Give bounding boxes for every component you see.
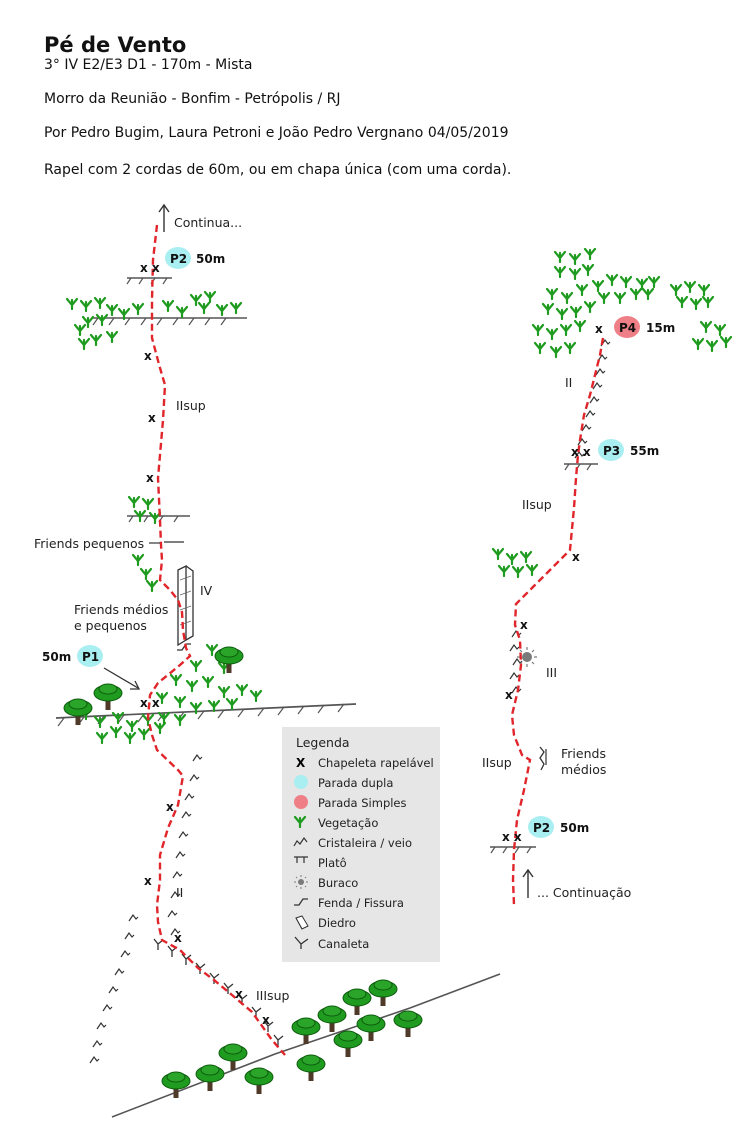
bolt-icon: x x: [571, 445, 591, 459]
bolt-icon: x x: [140, 261, 160, 275]
ledge-icon: [294, 856, 308, 863]
bolt-icon: x: [144, 874, 152, 888]
simple-station-icon: [614, 316, 640, 338]
station-p2-right-label: P2: [533, 821, 550, 835]
double-station-icon: [598, 439, 624, 461]
double-station-icon: [77, 645, 103, 667]
double-station-icon: [165, 247, 191, 269]
bolt-icon: x: [505, 688, 513, 702]
arrow-to-p1: [103, 667, 139, 689]
crystal-veins-left: [89, 754, 203, 1064]
page-title: Pé de Vento: [44, 33, 187, 57]
crystal-icon: [293, 836, 308, 847]
grade-label-iv: IV: [200, 583, 213, 598]
bolt-icon: x: [235, 987, 243, 1001]
simple-station-icon: [294, 795, 308, 809]
crack-icon: [539, 746, 545, 771]
grade-label-ii: II: [176, 885, 183, 900]
arrow-up-icon: [158, 203, 170, 232]
route-location: Morro da Reunião - Bonfim - Petrópolis /…: [44, 91, 341, 107]
friends-small-label: Friends pequenos: [34, 536, 144, 551]
bolt-icon: x: [520, 618, 528, 632]
legend-item-bolt: Chapeleta rapelável: [318, 756, 434, 770]
bolt-icon: x: [595, 322, 603, 336]
legend-title: Legenda: [296, 735, 350, 750]
grade-label-right-iisup-2: IIsup: [482, 755, 512, 770]
grade-label-right-iisup: IIsup: [522, 497, 552, 512]
route-line-right: [510, 337, 605, 906]
route-grade: 3° IV E2/E3 D1 - 170m - Mista: [44, 57, 253, 73]
legend-item-gully: Canaleta: [318, 937, 369, 951]
station-p3-length: 55m: [630, 444, 659, 458]
bolt-icon: x: [146, 471, 154, 485]
friends-right-label: Friends: [561, 746, 606, 761]
legend-item-simple: Parada Simples: [318, 796, 407, 810]
station-p3-label: P3: [603, 444, 620, 458]
vegetation-cluster-right-mid: [491, 547, 539, 579]
bolt-icon: x: [174, 931, 182, 945]
legend-item-crystal: Cristaleira / veio: [318, 836, 412, 850]
bolt-icon: x: [144, 349, 152, 363]
bolt-icon: x: [148, 411, 156, 425]
friends-medium-label: Friends médios: [74, 602, 168, 617]
crystal-veins-right: [509, 339, 611, 694]
rappel-note: Rapel com 2 cordas de 60m, ou em chapa ú…: [44, 162, 512, 178]
continue-label: Continua...: [174, 215, 242, 230]
station-p2-right-length: 50m: [560, 821, 589, 835]
bolt-icon: x x: [502, 830, 522, 844]
bolt-icon: x: [572, 550, 580, 564]
friends-medium-label-2: e pequenos: [74, 618, 147, 633]
route-line-left: [146, 224, 286, 1056]
station-p2-left-length: 50m: [196, 252, 225, 266]
route-authors: Por Pedro Bugim, Laura Petroni e João Pe…: [44, 125, 509, 141]
vegetation-cluster-upper-left: [65, 296, 145, 351]
vegetation-cluster-lower-mid: [131, 553, 159, 593]
double-station-icon: [294, 775, 308, 789]
dihedral-icon: [295, 915, 309, 930]
station-p1-length: 50m: [42, 650, 71, 664]
grade-label-right-ii: II: [565, 375, 572, 390]
dihedral-icon: [177, 564, 194, 647]
grade-label-iiisup: IIIsup: [256, 988, 289, 1003]
legend-item-double: Parada dupla: [318, 776, 393, 790]
vegetation-cluster-top-right: [531, 247, 733, 359]
gully-icon: [294, 936, 309, 949]
grade-label-right-iii: III: [546, 665, 557, 680]
continuation-label: ... Continuação: [537, 885, 631, 900]
bolt-icon: x: [166, 800, 174, 814]
bolt-icon: X: [296, 756, 306, 770]
ground-line: [111, 973, 501, 1118]
station-p4-length: 15m: [646, 321, 675, 335]
hole-icon: [517, 647, 537, 667]
station-p1-label: P1: [82, 650, 99, 664]
friends-right-label-2: médios: [561, 762, 606, 777]
bolt-icon: x x: [140, 696, 160, 710]
double-station-icon: [528, 816, 554, 838]
legend: Legenda X Chapeleta rapelável Parada dup…: [282, 727, 440, 962]
legend-item-dihedral: Diedro: [318, 916, 356, 930]
vegetation-cluster-mid: [127, 495, 162, 525]
station-p2-left-label: P2: [170, 252, 187, 266]
legend-item-ledge: Platô: [318, 856, 347, 870]
legend-item-hole: Buraco: [318, 876, 358, 890]
legend-item-vegetation: Vegetação: [318, 816, 378, 830]
tree-icon: [161, 979, 423, 1099]
hole-icon: [294, 875, 308, 889]
arrow-up-icon: [522, 868, 534, 898]
ledge-p1-platform: [55, 703, 357, 719]
grade-label-upper: IIsup: [176, 398, 206, 413]
vegetation-cluster-upper-right: [161, 290, 243, 319]
station-p4-label: P4: [619, 321, 636, 335]
legend-item-crack: Fenda / Fissura: [318, 896, 404, 910]
bolt-icon: x: [262, 1013, 270, 1027]
crack-icon: [294, 898, 308, 906]
